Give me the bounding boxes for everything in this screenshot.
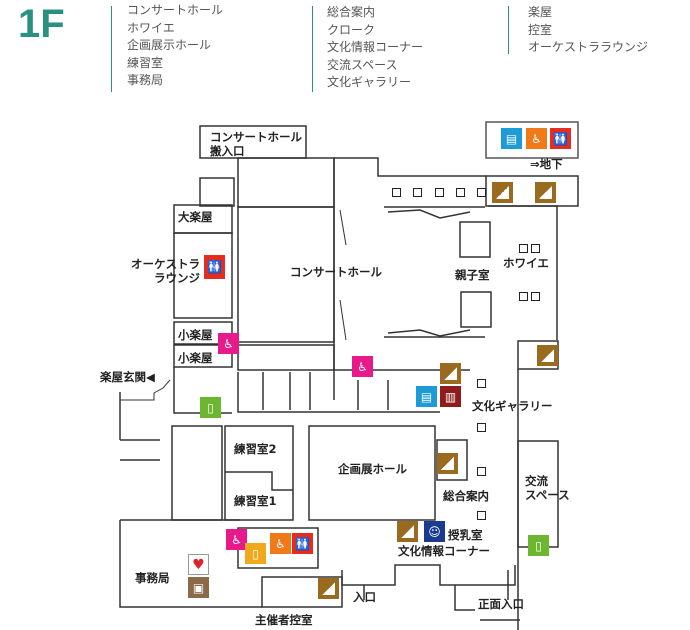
concert-hall-label[interactable]: コンサートホール xyxy=(290,265,382,279)
locker-icon: ▤ xyxy=(416,386,437,407)
legend-item[interactable]: ホワイエ xyxy=(127,20,175,35)
organizer-room-label[interactable]: 主催者控室 xyxy=(255,613,313,627)
legend-item[interactable]: 総合案内 xyxy=(327,5,376,19)
divider xyxy=(312,6,313,92)
label-line: 搬入口 xyxy=(210,144,245,158)
label-line: スペース xyxy=(525,488,570,502)
label-line: コンサートホール xyxy=(210,130,302,144)
elevator-restroom-icon: ▯ xyxy=(528,535,549,556)
wheelchair-icon: ♿ xyxy=(218,333,239,354)
legend-item[interactable]: 控室 xyxy=(528,22,553,37)
stairs-icon xyxy=(397,521,418,542)
stairs-icon xyxy=(437,453,458,474)
pillar xyxy=(477,379,486,388)
nursing-room-label[interactable]: 授乳室 xyxy=(448,528,483,542)
baby-changing-icon: ♿ xyxy=(270,533,291,554)
legend-item[interactable]: 楽屋 xyxy=(528,5,553,19)
stairs-icon xyxy=(440,363,461,384)
divider xyxy=(508,6,509,54)
information-desk-label[interactable]: 総合案内 xyxy=(443,489,489,503)
label-line: オーケストラ xyxy=(131,257,200,271)
pillar xyxy=(413,188,422,197)
pillar xyxy=(531,292,540,301)
legend-column-3: 楽屋 控室 オーケストララウンジ xyxy=(528,4,648,57)
wheelchair-icon: ♿ xyxy=(352,356,373,377)
pillar xyxy=(531,244,540,253)
legend-item[interactable]: 文化情報コーナー xyxy=(327,40,424,54)
legend-item[interactable]: クローク xyxy=(327,22,376,37)
nursing-icon: ☺ xyxy=(424,521,445,542)
practice-room-1-label[interactable]: 練習室1 xyxy=(234,494,277,508)
legend-item[interactable]: 企画展示ホール xyxy=(127,38,212,52)
stage-entrance-label[interactable]: 楽屋玄関◀ xyxy=(100,370,155,384)
label-line: 交流 xyxy=(525,474,548,488)
pillar xyxy=(435,188,444,197)
divider xyxy=(111,6,112,92)
orchestra-lounge-label[interactable]: オーケストララウンジ xyxy=(131,257,200,285)
foyer-label[interactable]: ホワイエ xyxy=(503,256,549,270)
elevator-restroom-icon: ▯ xyxy=(200,397,221,418)
legend-item[interactable]: 事務局 xyxy=(127,73,164,87)
small-dressing-room-label[interactable]: 小楽屋 xyxy=(178,328,213,342)
restroom-icon: 🚻 xyxy=(292,533,313,554)
elevator-icon: ▥ xyxy=(440,386,461,407)
legend-column-2: 総合案内 クローク 文化情報コーナー 交流スペース 文化ギャラリー xyxy=(327,4,423,92)
stairs-icon xyxy=(318,578,339,599)
exhibition-hall-label[interactable]: 企画展ホール xyxy=(338,462,407,476)
label-line: ラウンジ xyxy=(154,271,200,285)
pillar xyxy=(477,511,486,520)
pillar xyxy=(477,423,486,432)
main-entrance-label[interactable]: 正面入口 xyxy=(478,597,524,611)
stairs-icon xyxy=(535,182,556,203)
pillar xyxy=(477,467,486,476)
pillar xyxy=(456,188,465,197)
practice-room-2-label[interactable]: 練習室2 xyxy=(234,442,277,456)
pillar xyxy=(477,188,486,197)
gallery-label[interactable]: 文化ギャラリー xyxy=(472,399,553,413)
small-dressing-room-label[interactable]: 小楽屋 xyxy=(178,351,213,365)
culture-info-corner-label[interactable]: 文化情報コーナー xyxy=(398,544,490,558)
locker-icon: ▤ xyxy=(501,128,522,149)
accessible-toilet-icon: ▯ xyxy=(245,543,266,564)
large-dressing-room-label[interactable]: 大楽屋 xyxy=(178,210,213,224)
baby-changing-icon: ♿ xyxy=(526,128,547,149)
restroom-icon: 🚻 xyxy=(550,128,571,149)
entrance-label[interactable]: 入口 xyxy=(353,590,376,604)
wheelchair-icon: ♿ xyxy=(226,529,247,550)
exchange-space-label[interactable]: 交流スペース xyxy=(525,474,570,502)
legend-item[interactable]: コンサートホール xyxy=(127,3,224,17)
legend-item[interactable]: 練習室 xyxy=(127,55,164,70)
pillar xyxy=(519,292,528,301)
restroom-icon: 🚻 xyxy=(204,255,225,279)
stairs-icon xyxy=(492,182,513,203)
office-label[interactable]: 事務局 xyxy=(135,571,170,585)
reception-icon: ▣ xyxy=(188,577,209,598)
basement-label: ⇒地下 xyxy=(530,157,563,171)
legend-item[interactable]: 交流スペース xyxy=(327,57,398,72)
aed-icon: ♥ xyxy=(188,554,209,575)
parent-child-room-label[interactable]: 親子室 xyxy=(455,268,490,282)
pillar xyxy=(519,244,528,253)
loading-dock-label: コンサートホール搬入口 xyxy=(210,130,302,158)
legend-column-1: コンサートホール ホワイエ 企画展示ホール 練習室 事務局 xyxy=(127,2,223,90)
stairs-icon xyxy=(537,345,558,366)
floor-number: 1F xyxy=(18,2,65,46)
legend-item[interactable]: 文化ギャラリー xyxy=(327,75,412,89)
pillar xyxy=(392,188,401,197)
legend-item[interactable]: オーケストララウンジ xyxy=(528,40,649,54)
